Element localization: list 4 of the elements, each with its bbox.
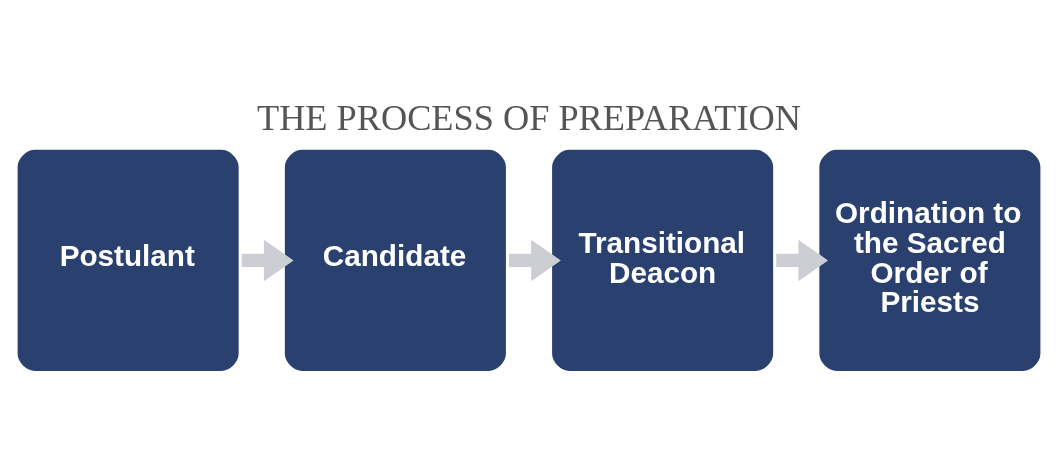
diagram-title: THE PROCESS OF PREPARATION (256, 98, 802, 139)
arrow (776, 239, 829, 282)
arrow (508, 239, 561, 282)
arrow (241, 239, 294, 282)
